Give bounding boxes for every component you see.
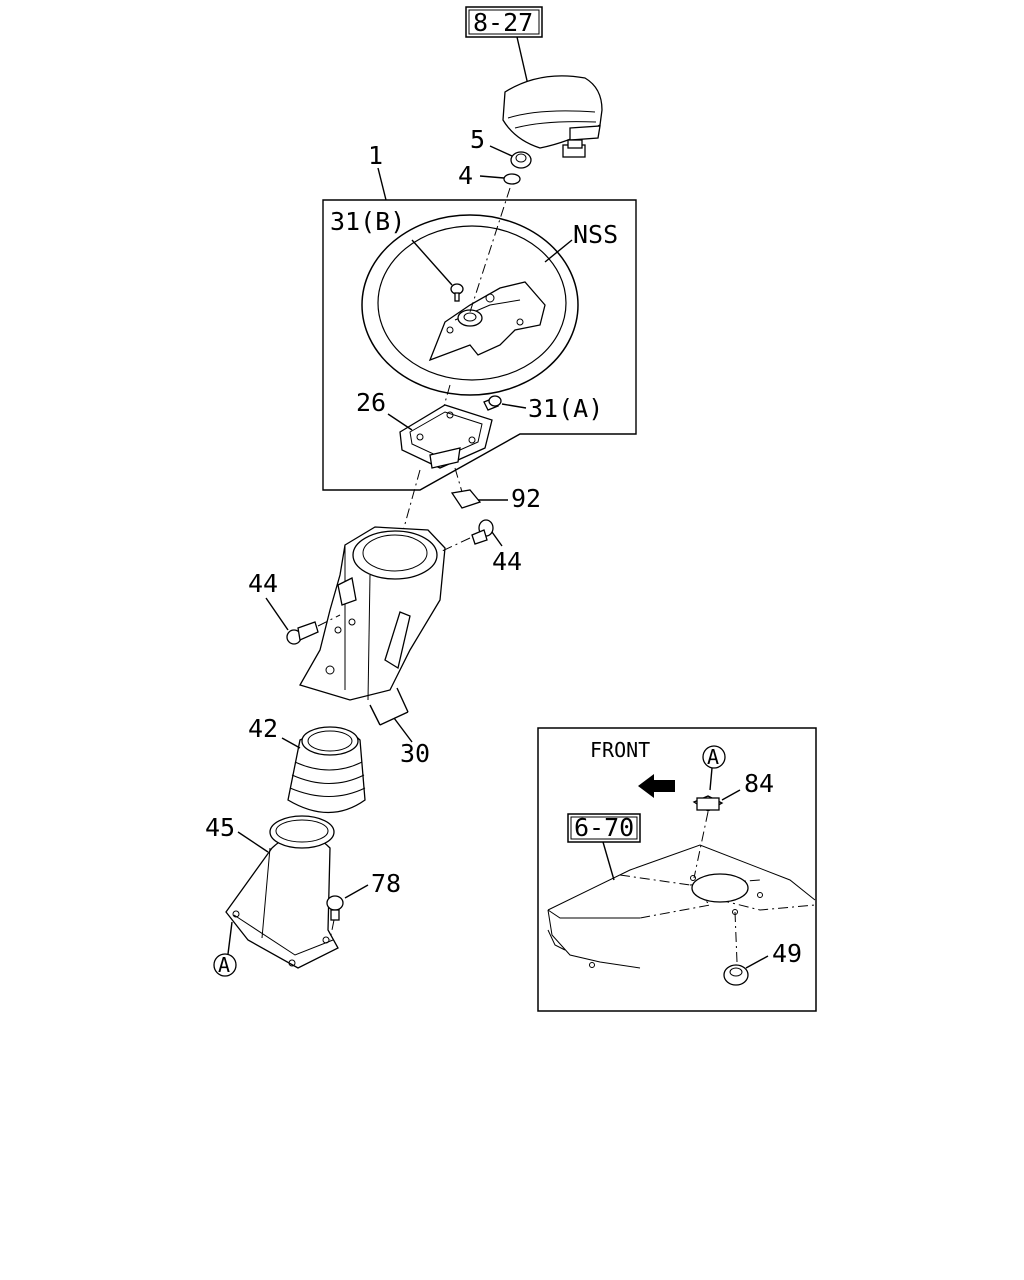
label-1: 1 [368, 141, 383, 170]
front-arrow-icon [638, 774, 675, 798]
label-44-left: 44 [248, 569, 278, 598]
screw-31a [483, 395, 502, 411]
screw-44-right [471, 519, 494, 545]
label-26: 26 [356, 388, 386, 417]
lower-boot-45 [225, 815, 339, 969]
label-31a: 31(A) [528, 394, 603, 423]
label-nss: NSS [573, 220, 618, 249]
steering-wheel [361, 214, 579, 396]
label-42: 42 [248, 714, 278, 743]
horn-pad-cover [502, 75, 603, 158]
inset-marker-a: A [707, 745, 719, 769]
ref-8-27-label: 8-27 [473, 8, 533, 37]
hub-plate-26 [399, 404, 493, 469]
group-outline-1 [322, 199, 637, 491]
clip-92 [450, 489, 482, 509]
label-44-right: 44 [492, 547, 522, 576]
label-49: 49 [772, 939, 802, 968]
marker-a-main: A [213, 953, 237, 977]
front-label: FRONT [590, 738, 650, 762]
screw-44-left [286, 621, 319, 645]
label-4: 4 [458, 161, 473, 190]
label-30: 30 [400, 739, 430, 768]
washer-4 [503, 173, 521, 185]
label-84: 84 [744, 769, 774, 798]
bellows-boot-42 [287, 726, 366, 814]
label-5: 5 [470, 125, 485, 154]
column-cover-30 [299, 526, 446, 701]
nut-5 [510, 151, 532, 169]
label-78: 78 [371, 869, 401, 898]
screw-31b [450, 283, 464, 302]
label-45: 45 [205, 813, 235, 842]
label-92: 92 [511, 484, 541, 513]
ref-6-70-label: 6-70 [574, 813, 634, 842]
ref-box-8-27[interactable]: 8-27 [465, 6, 543, 38]
bolt-78 [326, 895, 344, 921]
label-31b: 31(B) [330, 207, 405, 236]
inset-detail: FRONT A 84 6-70 49 [537, 727, 817, 1012]
svg-text:A: A [218, 953, 230, 977]
